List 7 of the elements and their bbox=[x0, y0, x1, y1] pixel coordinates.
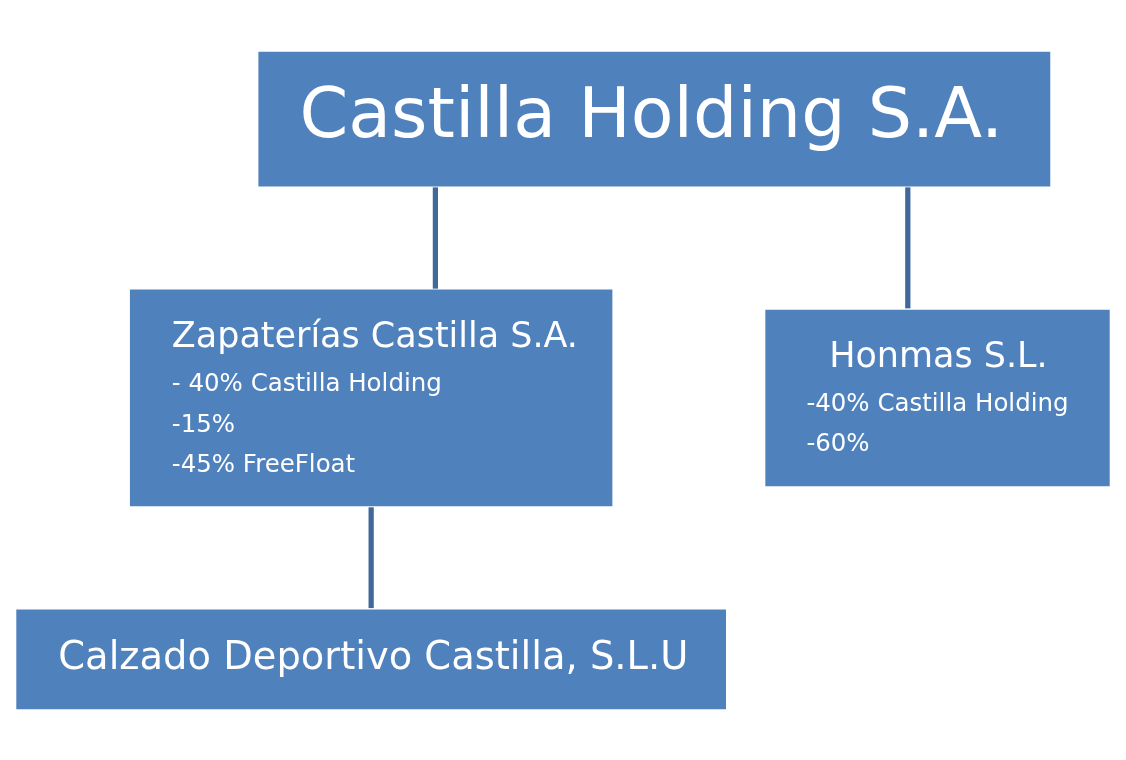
node-box: Zapaterías Castilla S.A. - 40% Castilla Holding -15% -45% FreeFloat bbox=[128, 287, 615, 508]
connector bbox=[905, 186, 911, 308]
node-box: Castilla Holding S.A. bbox=[256, 49, 1052, 188]
node-box: Calzado Deportivo Castilla, S.L.U bbox=[14, 607, 728, 711]
node-box: Honmas S.L. -40% Castilla Holding -60% bbox=[763, 307, 1112, 488]
connector bbox=[368, 506, 374, 608]
connector bbox=[432, 186, 438, 289]
